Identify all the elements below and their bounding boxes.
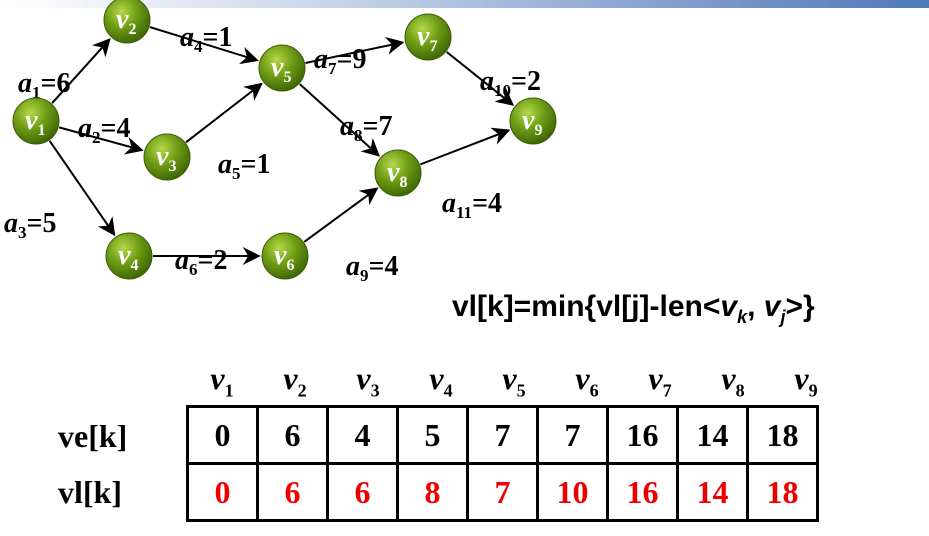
column-header-v8: v8 <box>721 360 745 401</box>
node-label-v9: v9 <box>522 105 542 139</box>
edge-a8 <box>299 83 381 157</box>
column-header-v5: v5 <box>502 360 526 401</box>
edge-label-a3: a3=5 <box>4 208 56 242</box>
top-bar <box>0 0 929 8</box>
column-header-v9: v9 <box>794 360 818 401</box>
edge-a10 <box>446 51 515 106</box>
vl-cell-v4: 8 <box>396 462 469 522</box>
column-header-v3: v3 <box>356 360 380 401</box>
edge-label-a6: a6=2 <box>175 245 227 279</box>
node-v3: v3 <box>143 133 191 181</box>
edge-a7 <box>305 36 405 64</box>
node-label-v8: v8 <box>387 157 407 191</box>
edge-a1 <box>51 37 111 104</box>
edge-label-a5: a5=1 <box>218 149 270 183</box>
vl-cell-v8: 14 <box>676 462 749 522</box>
node-label-v7: v7 <box>417 21 437 55</box>
vl-cell-v2: 6 <box>256 462 329 522</box>
edge-label-a11: a11=4 <box>442 188 502 222</box>
node-v8: v8 <box>374 149 422 197</box>
edge-a3 <box>48 140 116 237</box>
column-header-v6: v6 <box>575 360 599 401</box>
ve-cell-v6: 7 <box>536 405 609 465</box>
vl-cell-v7: 16 <box>606 462 679 522</box>
formula-var2: v <box>763 290 781 323</box>
ve-cell-v2: 6 <box>256 405 329 465</box>
node-v1: v1 <box>12 97 60 145</box>
ve-row-label: ve[k] <box>58 418 128 454</box>
formula-sub2: j <box>780 307 786 327</box>
edge-label-a10: a10=2 <box>480 66 541 100</box>
node-v2: v2 <box>103 0 151 44</box>
ve-cell-v8: 14 <box>676 405 749 465</box>
ve-cell-v5: 7 <box>466 405 539 465</box>
column-header-v1: v1 <box>210 360 234 401</box>
column-header-v4: v4 <box>429 360 453 401</box>
ve-cell-v1: 0 <box>186 405 259 465</box>
edge-a4 <box>149 26 259 65</box>
ve-cell-v3: 4 <box>326 405 399 465</box>
column-header-v2: v2 <box>283 360 307 401</box>
edge-label-a8: a8=7 <box>340 111 392 145</box>
formula-sub1: k <box>737 307 748 327</box>
node-label-v6: v6 <box>274 240 294 274</box>
formula-suffix: >} <box>785 290 815 323</box>
vl-cell-v5: 7 <box>466 462 539 522</box>
vl-cell-v6: 10 <box>536 462 609 522</box>
vl-cell-v3: 6 <box>326 462 399 522</box>
edge-label-a2: a2=4 <box>78 113 130 147</box>
formula-prefix: vl[k]=min{vl[j]-len< <box>452 290 721 323</box>
node-label-v3: v3 <box>156 141 176 175</box>
node-label-v1: v1 <box>25 105 45 139</box>
edge-a11 <box>420 127 511 166</box>
vl-formula: vl[k]=min{vl[j]-len<vk, vj>} <box>452 290 815 328</box>
ve-cell-v7: 16 <box>606 405 679 465</box>
node-v7: v7 <box>404 13 452 61</box>
vl-cell-v1: 0 <box>186 462 259 522</box>
formula-var1: v <box>720 290 738 323</box>
ve-cell-v4: 5 <box>396 405 469 465</box>
node-v4: v4 <box>105 232 153 280</box>
edge-a2 <box>58 126 144 155</box>
node-v9: v9 <box>509 97 557 145</box>
edge-label-a1: a1=6 <box>18 68 70 102</box>
edge-a9 <box>303 187 379 243</box>
node-v6: v6 <box>261 232 309 280</box>
table-column-headers: v1 v2 v3 v4 v5 v6 v7 v8 v9 <box>0 360 929 400</box>
node-v5: v5 <box>258 44 306 92</box>
edge-a5 <box>185 82 263 144</box>
column-header-v7: v7 <box>648 360 672 401</box>
vl-row-label: vl[k] <box>58 474 122 510</box>
vl-cell-v9: 18 <box>746 462 819 522</box>
node-label-v4: v4 <box>118 240 138 274</box>
node-label-v2: v2 <box>116 4 136 38</box>
node-label-v5: v5 <box>271 52 291 86</box>
formula-sep: , <box>747 290 764 323</box>
ve-cell-v9: 18 <box>746 405 819 465</box>
edge-label-a4: a4=1 <box>180 22 232 56</box>
edge-label-a7: a7=9 <box>314 44 366 78</box>
aoe-network-graph: a1=6a2=4 a3=5 a4=1 a5=1 a6=2 a7=9 a8=7 a9=4 a10=… <box>4 0 557 285</box>
edge-label-a9: a9=4 <box>346 251 398 285</box>
